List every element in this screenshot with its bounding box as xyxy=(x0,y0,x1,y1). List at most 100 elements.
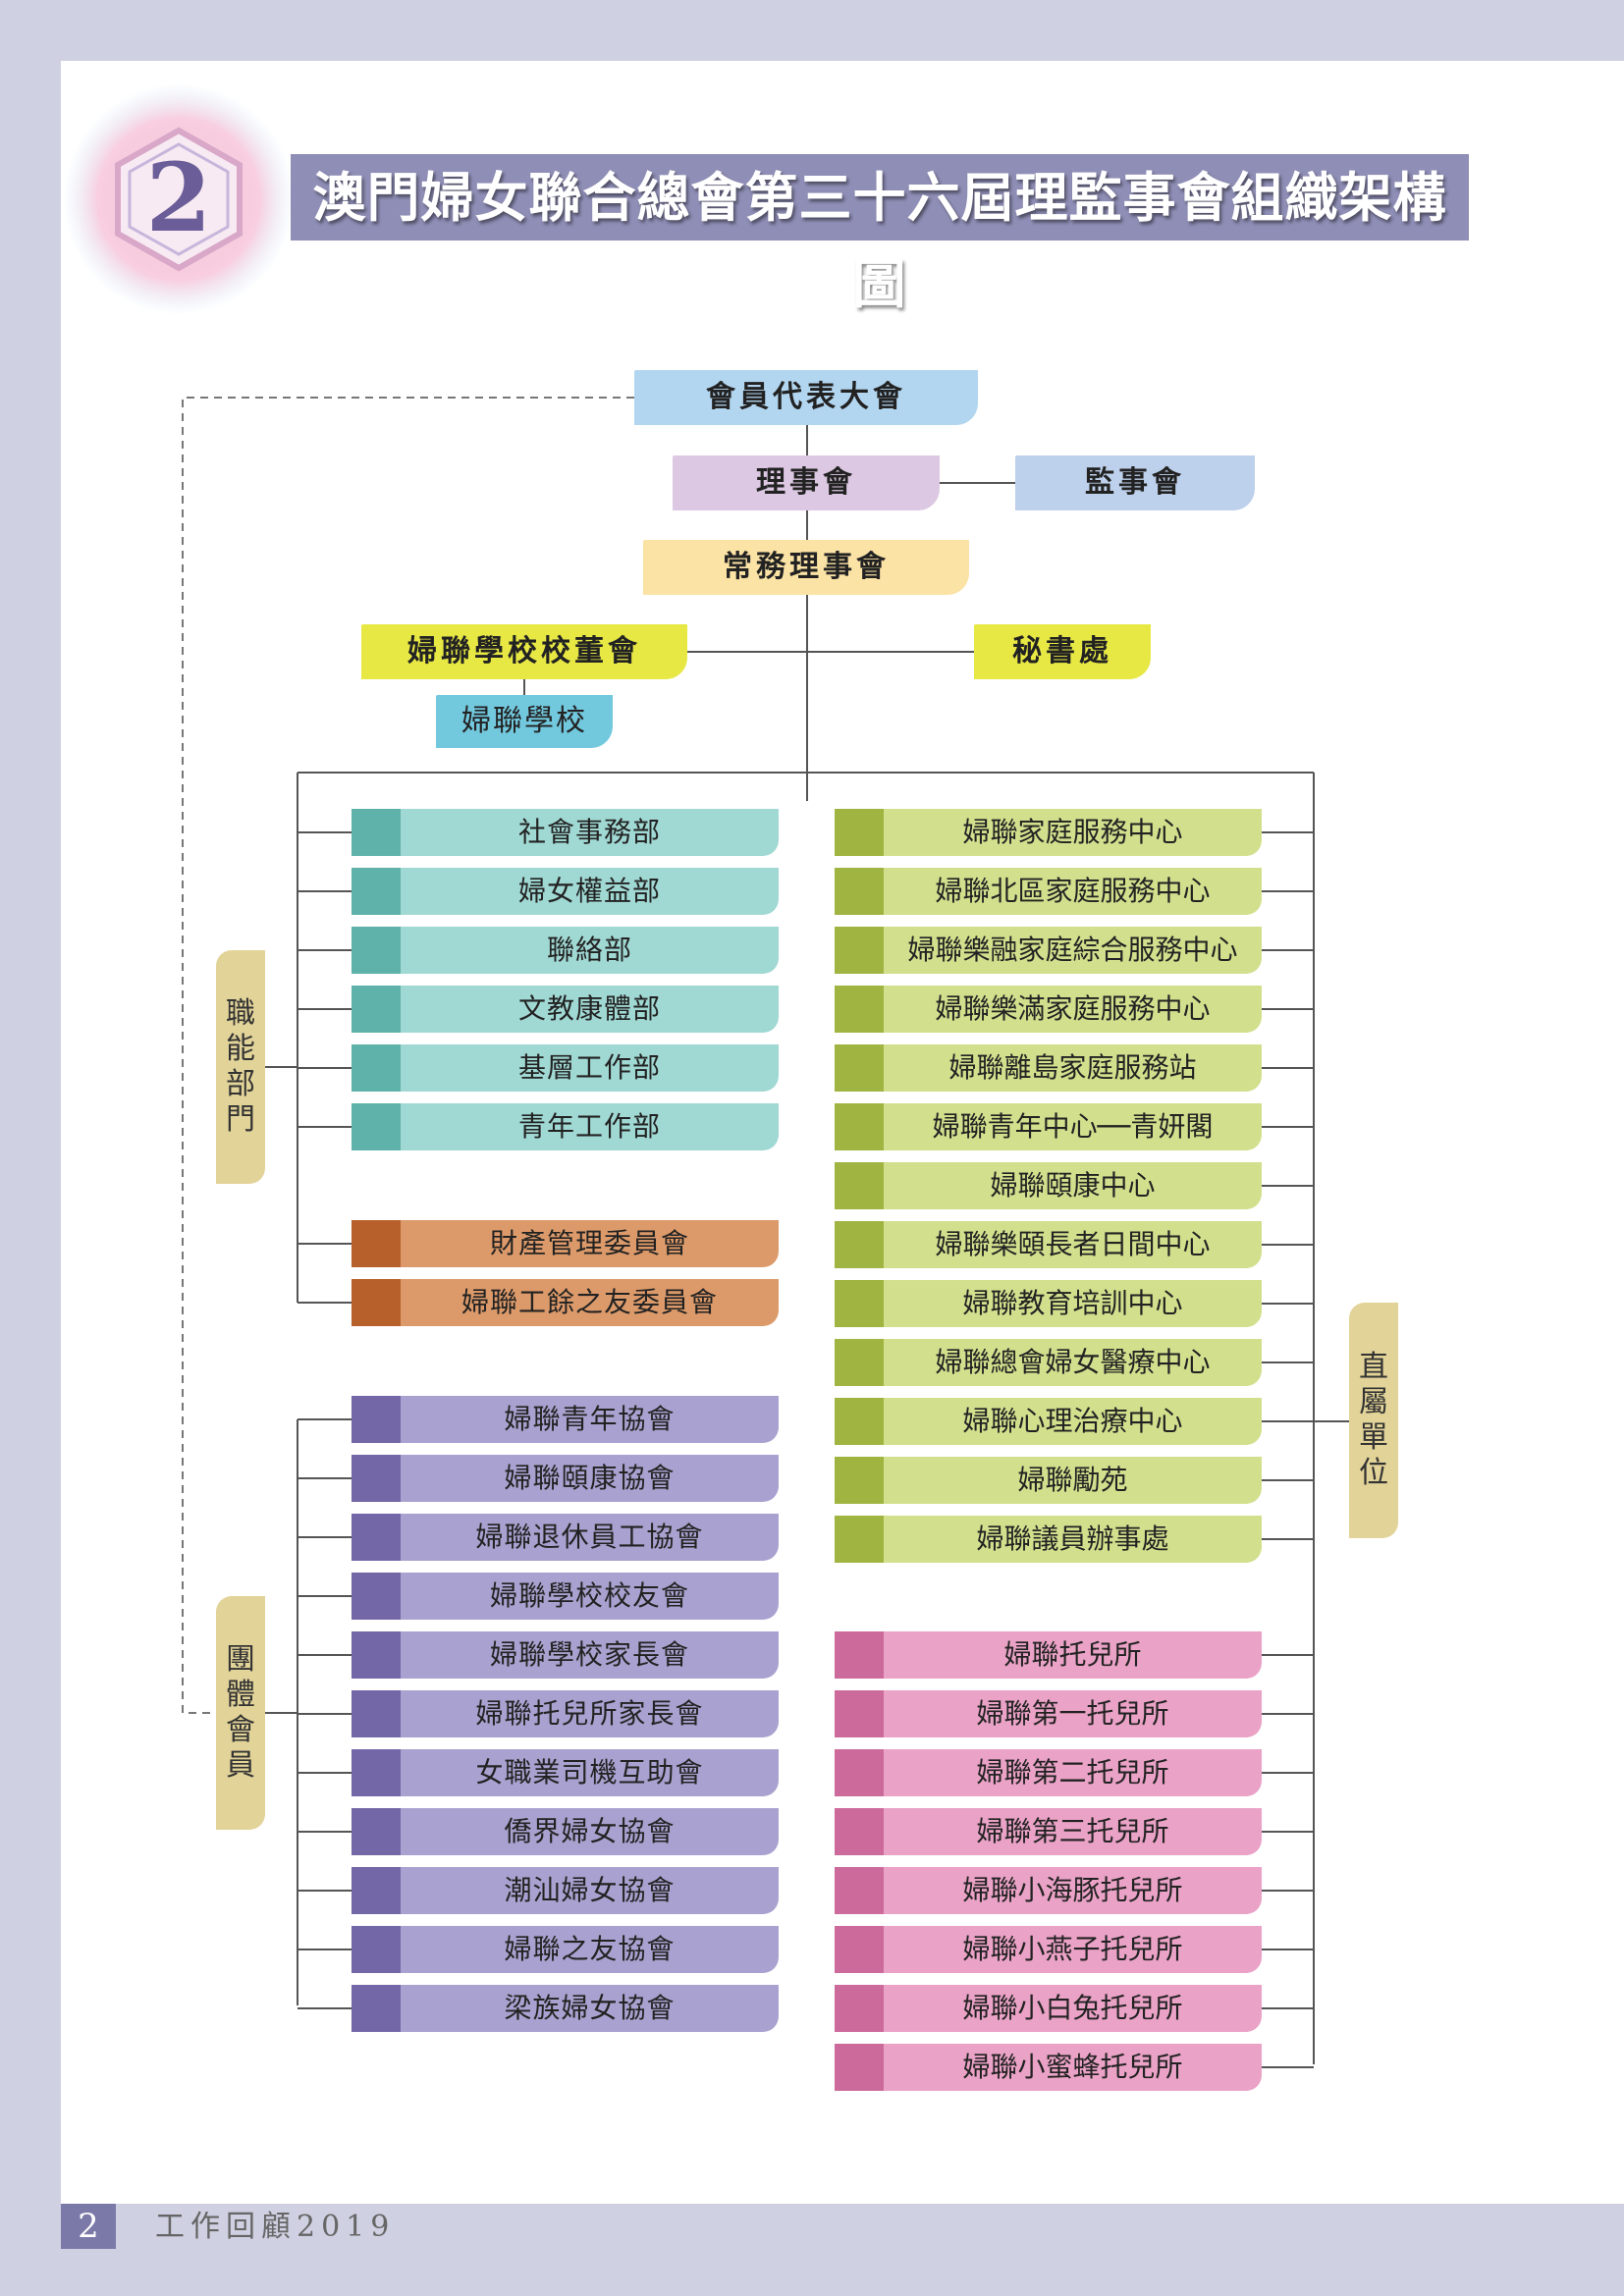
item-label: 婦聯心理治療中心 xyxy=(884,1398,1262,1445)
color-tab xyxy=(352,1044,401,1092)
association-item: 婦聯退休員工協會 xyxy=(352,1514,779,1561)
association-item: 婦聯學校校友會 xyxy=(352,1573,779,1620)
item-label: 婦聯之友協會 xyxy=(401,1926,779,1973)
item-label: 婦聯青年中心──青妍閣 xyxy=(884,1103,1262,1150)
color-tab xyxy=(352,927,401,974)
department-item: 基層工作部 xyxy=(352,1044,779,1092)
nursery-item: 婦聯小海豚托兒所 xyxy=(835,1867,1262,1914)
item-label: 婦聯工餘之友委員會 xyxy=(401,1279,779,1326)
item-label: 婦聯第三托兒所 xyxy=(884,1808,1262,1855)
nursery-item: 婦聯小白兔托兒所 xyxy=(835,1985,1262,2032)
item-label: 婦聯樂頤長者日間中心 xyxy=(884,1221,1262,1268)
color-tab xyxy=(352,1455,401,1502)
color-tab xyxy=(352,1926,401,1973)
color-tab xyxy=(352,1279,401,1326)
service-unit-item: 婦聯家庭服務中心 xyxy=(835,809,1262,856)
item-label: 婦聯勵苑 xyxy=(884,1457,1262,1504)
color-tab xyxy=(835,868,884,915)
item-label: 梁族婦女協會 xyxy=(401,1985,779,2032)
association-item: 婦聯托兒所家長會 xyxy=(352,1690,779,1737)
color-tab xyxy=(835,1867,884,1914)
item-label: 婦聯教育培訓中心 xyxy=(884,1280,1262,1327)
committee-item: 財產管理委員會 xyxy=(352,1220,779,1267)
item-label: 婦聯頤康中心 xyxy=(884,1162,1262,1209)
item-label: 婦聯退休員工協會 xyxy=(401,1514,779,1561)
association-item: 女職業司機互助會 xyxy=(352,1749,779,1796)
color-tab xyxy=(352,1867,401,1914)
service-unit-item: 婦聯樂頤長者日間中心 xyxy=(835,1221,1262,1268)
item-label: 婦聯學校校友會 xyxy=(401,1573,779,1620)
color-tab xyxy=(835,809,884,856)
item-label: 婦聯家庭服務中心 xyxy=(884,809,1262,856)
color-tab xyxy=(352,1631,401,1679)
color-tab xyxy=(835,986,884,1033)
color-tab xyxy=(835,1044,884,1092)
association-item: 婦聯之友協會 xyxy=(352,1926,779,1973)
item-label: 僑界婦女協會 xyxy=(401,1808,779,1855)
nursery-item: 婦聯第一托兒所 xyxy=(835,1690,1262,1737)
item-label: 婦女權益部 xyxy=(401,868,779,915)
page-number: 2 xyxy=(61,2204,116,2249)
color-tab xyxy=(835,1103,884,1150)
service-unit-item: 婦聯總會婦女醫療中心 xyxy=(835,1339,1262,1386)
color-tab xyxy=(352,1220,401,1267)
service-unit-item: 婦聯議員辦事處 xyxy=(835,1516,1262,1563)
service-unit-item: 婦聯青年中心──青妍閣 xyxy=(835,1103,1262,1150)
color-tab xyxy=(835,1926,884,1973)
color-tab xyxy=(352,1103,401,1150)
color-tab xyxy=(352,986,401,1033)
item-label: 潮汕婦女協會 xyxy=(401,1867,779,1914)
color-tab xyxy=(835,1457,884,1504)
item-label: 婦聯托兒所 xyxy=(884,1631,1262,1679)
color-tab xyxy=(352,1690,401,1737)
item-label: 婦聯議員辦事處 xyxy=(884,1516,1262,1563)
color-tab xyxy=(352,1985,401,2032)
nursery-item: 婦聯第二托兒所 xyxy=(835,1749,1262,1796)
department-item: 聯絡部 xyxy=(352,927,779,974)
title-bar: 澳門婦女聯合總會第三十六屆理監事會組織架構圖 xyxy=(291,154,1469,315)
badge-number: 2 xyxy=(146,142,212,253)
color-tab xyxy=(835,1808,884,1855)
board-of-directors-box: 理事會 xyxy=(673,455,940,510)
department-item: 文教康體部 xyxy=(352,986,779,1033)
color-tab xyxy=(352,1749,401,1796)
association-item: 婦聯青年協會 xyxy=(352,1396,779,1443)
service-unit-item: 婦聯離島家庭服務站 xyxy=(835,1044,1262,1092)
color-tab xyxy=(352,868,401,915)
item-label: 財產管理委員會 xyxy=(401,1220,779,1267)
general-assembly-box: 會員代表大會 xyxy=(634,370,978,425)
standing-committee-box: 常務理事會 xyxy=(643,540,969,595)
item-label: 婦聯托兒所家長會 xyxy=(401,1690,779,1737)
nursery-item: 婦聯小燕子托兒所 xyxy=(835,1926,1262,1973)
item-label: 婦聯小蜜蜂托兒所 xyxy=(884,2044,1262,2091)
item-label: 文教康體部 xyxy=(401,986,779,1033)
item-label: 女職業司機互助會 xyxy=(401,1749,779,1796)
color-tab xyxy=(835,1339,884,1386)
association-item: 梁族婦女協會 xyxy=(352,1985,779,2032)
item-label: 婦聯學校家長會 xyxy=(401,1631,779,1679)
item-label: 婦聯小燕子托兒所 xyxy=(884,1926,1262,1973)
color-tab xyxy=(835,1690,884,1737)
nursery-item: 婦聯小蜜蜂托兒所 xyxy=(835,2044,1262,2091)
service-unit-item: 婦聯頤康中心 xyxy=(835,1162,1262,1209)
color-tab xyxy=(352,1514,401,1561)
service-unit-item: 婦聯勵苑 xyxy=(835,1457,1262,1504)
color-tab xyxy=(835,2044,884,2091)
item-label: 基層工作部 xyxy=(401,1044,779,1092)
color-tab xyxy=(835,1162,884,1209)
item-label: 婦聯第二托兒所 xyxy=(884,1749,1262,1796)
item-label: 婦聯總會婦女醫療中心 xyxy=(884,1339,1262,1386)
color-tab xyxy=(835,1749,884,1796)
association-item: 潮汕婦女協會 xyxy=(352,1867,779,1914)
item-label: 婦聯北區家庭服務中心 xyxy=(884,868,1262,915)
side-label-group-members: 團體會員 xyxy=(216,1596,265,1830)
item-label: 婦聯樂滿家庭服務中心 xyxy=(884,986,1262,1033)
item-label: 社會事務部 xyxy=(401,809,779,856)
footer-band xyxy=(0,2204,1624,2296)
department-item: 婦女權益部 xyxy=(352,868,779,915)
association-item: 婦聯頤康協會 xyxy=(352,1455,779,1502)
color-tab xyxy=(835,1631,884,1679)
color-tab xyxy=(835,1398,884,1445)
color-tab xyxy=(352,1808,401,1855)
